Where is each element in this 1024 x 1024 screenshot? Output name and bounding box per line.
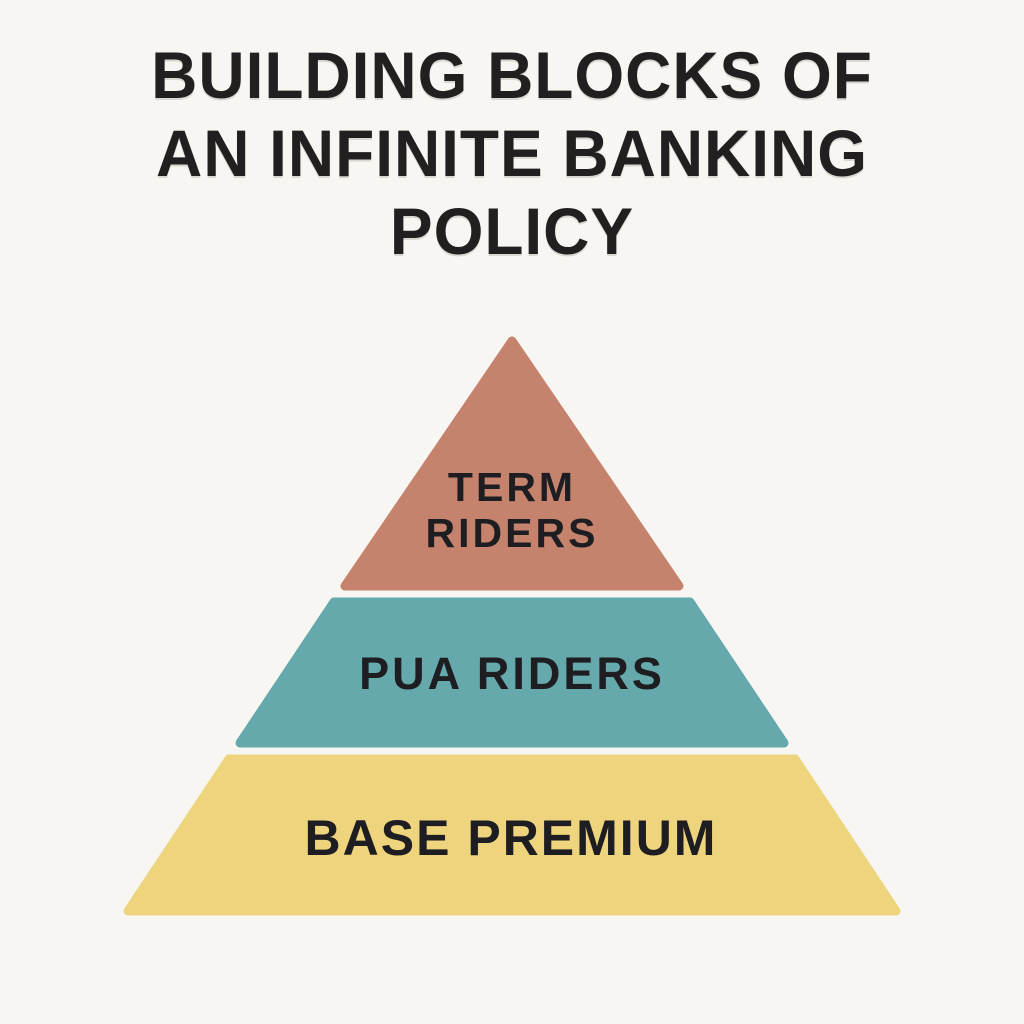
tier-label-base-premium: BASE PREMIUM — [305, 810, 718, 866]
page-title-line-2: AN INFINITE BANKING — [156, 116, 868, 190]
pyramid-tier-term-riders — [340, 336, 684, 591]
tier-label-riders: RIDERS — [426, 510, 599, 556]
page-title: BUILDING BLOCKS OF AN INFINITE BANKING P… — [15, 36, 1008, 270]
page-title-line-3: POLICY — [389, 194, 635, 268]
pyramid-tier-base-premium — [123, 754, 901, 916]
page-title-line-1: BUILDING BLOCKS OF — [151, 38, 873, 112]
tier-label-term: TERM — [448, 464, 576, 510]
tier-label-pua-riders: PUA RIDERS — [359, 648, 665, 699]
pyramid-tier-pua-riders — [235, 597, 789, 748]
